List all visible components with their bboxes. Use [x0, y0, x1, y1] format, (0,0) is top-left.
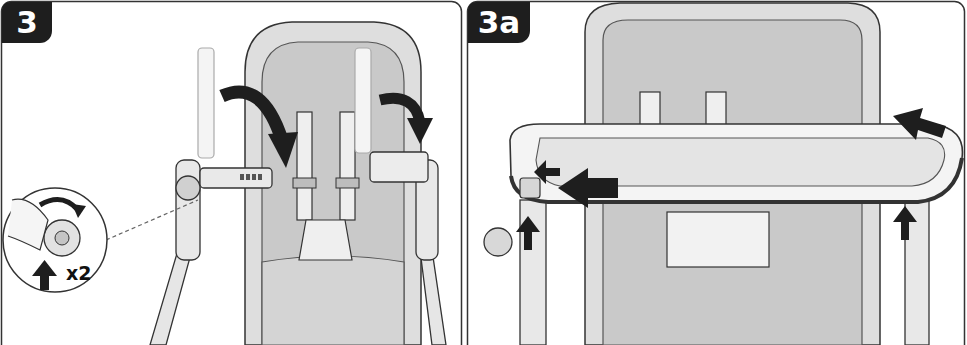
step-number: 3: [16, 7, 38, 38]
lift-arrow: [516, 216, 540, 250]
strap-slider: [293, 178, 316, 188]
step-badge: 3: [2, 2, 52, 43]
push-arrow: [558, 168, 618, 208]
fold-arrow: [222, 92, 282, 140]
push-arrow: [40, 274, 49, 290]
harness-strap: [297, 112, 312, 220]
panel-frame: [468, 2, 965, 345]
arrow-head: [407, 118, 433, 144]
chair-leg: [150, 250, 192, 345]
seat-cushion: [262, 42, 404, 345]
push-arrow: [893, 108, 946, 140]
push-arrow: [534, 160, 560, 184]
seat-base: [262, 256, 404, 345]
arrow-head: [268, 132, 298, 168]
harness-strap: [340, 112, 355, 220]
pivot-knob: [176, 176, 200, 200]
release-button: [44, 220, 80, 256]
magnifier-circle: [3, 188, 107, 292]
armrest-ghost: [198, 48, 214, 158]
pivot-knob: [484, 228, 512, 256]
armrest: [370, 152, 428, 182]
armrest-ghost: [355, 48, 371, 153]
release-button: [55, 231, 69, 245]
arrow-head: [32, 260, 57, 276]
leader-line: [106, 200, 198, 240]
crotch-buckle: [299, 220, 352, 260]
strap-slider: [336, 178, 359, 188]
lift-arrow: [893, 206, 917, 240]
step-badge: 3a: [468, 2, 530, 43]
detail-magnifier: [3, 188, 107, 292]
step-number: 3a: [478, 7, 521, 38]
high-chair-tray: [484, 3, 962, 345]
armrest: [200, 168, 272, 188]
armrest-marks: [240, 174, 262, 180]
finger: [8, 199, 48, 250]
tray-post: [667, 212, 769, 267]
tray-latch: [520, 178, 540, 198]
press-arrow: [40, 200, 78, 210]
arrow-head: [72, 204, 86, 218]
repeat-count: x2: [66, 264, 91, 283]
high-chair: [150, 22, 446, 345]
chair-leg: [420, 250, 446, 345]
panel-frame: [2, 2, 462, 345]
side-frame: [176, 160, 200, 260]
